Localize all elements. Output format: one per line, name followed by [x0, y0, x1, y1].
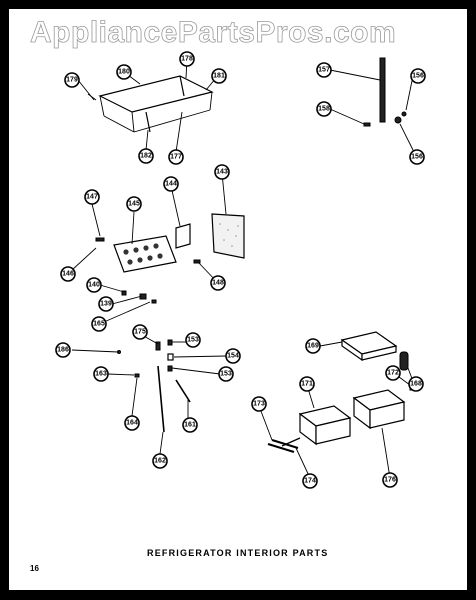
- callout-162: 162: [152, 453, 168, 469]
- callout-168: 168: [408, 376, 424, 392]
- svg-text:148: 148: [212, 280, 224, 287]
- svg-text:156: 156: [412, 73, 424, 80]
- callout-158: 158: [316, 101, 332, 117]
- callout-156: 156: [410, 68, 426, 84]
- control-panel-assembly: [95, 235, 177, 304]
- svg-text:157: 157: [318, 67, 330, 74]
- svg-text:158: 158: [318, 106, 330, 113]
- svg-text:144: 144: [165, 181, 177, 188]
- svg-text:139: 139: [100, 301, 112, 308]
- svg-text:176: 176: [384, 477, 396, 484]
- callout-144: 144: [163, 176, 179, 192]
- callout-153-b: 153: [218, 366, 234, 382]
- diagram-caption: REFRIGERATOR INTERIOR PARTS: [147, 548, 328, 558]
- callout-139: 139: [98, 296, 114, 312]
- callout-148: 148: [210, 275, 226, 291]
- callout-186: 186: [55, 342, 71, 358]
- callout-153: 153: [185, 332, 201, 348]
- svg-text:162: 162: [154, 458, 166, 465]
- spring: [399, 351, 409, 371]
- callout-180: 180: [116, 64, 132, 80]
- svg-text:147: 147: [86, 194, 98, 201]
- liner-panels: [175, 213, 245, 264]
- svg-text:175: 175: [134, 329, 146, 336]
- callout-176: 176: [382, 472, 398, 488]
- svg-text:177: 177: [170, 154, 182, 161]
- callout-171: 171: [299, 376, 315, 392]
- svg-text:145: 145: [128, 201, 140, 208]
- svg-text:143: 143: [216, 169, 228, 176]
- watermark-text: AppliancePartsPros.com: [30, 16, 396, 49]
- callout-173: 173: [251, 396, 267, 412]
- callout-182: 182: [138, 148, 154, 164]
- svg-text:178: 178: [181, 56, 193, 63]
- page-number: 16: [30, 564, 39, 573]
- callout-145: 145: [126, 196, 142, 212]
- callout-172: 172: [385, 365, 401, 381]
- svg-text:180: 180: [118, 69, 130, 76]
- svg-text:181: 181: [213, 73, 225, 80]
- svg-text:146: 146: [62, 271, 74, 278]
- svg-text:153: 153: [187, 337, 199, 344]
- hardware-assembly: [117, 339, 191, 433]
- svg-text:165: 165: [93, 321, 105, 328]
- callout-147: 147: [84, 189, 100, 205]
- svg-text:173: 173: [253, 401, 265, 408]
- callout-146: 146: [60, 266, 76, 282]
- callout-140: 140: [86, 277, 102, 293]
- svg-text:186: 186: [57, 347, 69, 354]
- callout-178: 178: [179, 51, 195, 67]
- vertical-rail: [379, 57, 386, 123]
- callout-143: 143: [214, 164, 230, 180]
- svg-text:163: 163: [95, 371, 107, 378]
- svg-text:164: 164: [126, 420, 138, 427]
- callout-163: 163: [93, 366, 109, 382]
- crisper-assembly: [267, 331, 421, 453]
- svg-text:161: 161: [184, 422, 196, 429]
- callout-164: 164: [124, 415, 140, 431]
- svg-text:168: 168: [410, 381, 422, 388]
- callout-156-b: 156: [409, 149, 425, 165]
- callout-165: 165: [91, 316, 107, 332]
- svg-text:172: 172: [387, 370, 399, 377]
- svg-text:171: 171: [301, 381, 313, 388]
- svg-text:179: 179: [66, 77, 78, 84]
- callout-157: 157: [316, 62, 332, 78]
- callout-169: 169: [305, 338, 321, 354]
- vertical-rail-assembly: [363, 57, 407, 127]
- callout-175: 175: [132, 324, 148, 340]
- svg-text:153: 153: [220, 371, 232, 378]
- svg-text:156: 156: [411, 154, 423, 161]
- callout-177: 177: [168, 149, 184, 165]
- svg-text:174: 174: [304, 478, 316, 485]
- callout-181: 181: [211, 68, 227, 84]
- svg-text:154: 154: [227, 353, 239, 360]
- diagram-page: [9, 9, 467, 590]
- callout-154: 154: [225, 348, 241, 364]
- callout-179: 179: [64, 72, 80, 88]
- svg-text:169: 169: [307, 343, 319, 350]
- callout-161: 161: [182, 417, 198, 433]
- svg-text:182: 182: [140, 153, 152, 160]
- svg-text:140: 140: [88, 282, 100, 289]
- callout-174: 174: [302, 473, 318, 489]
